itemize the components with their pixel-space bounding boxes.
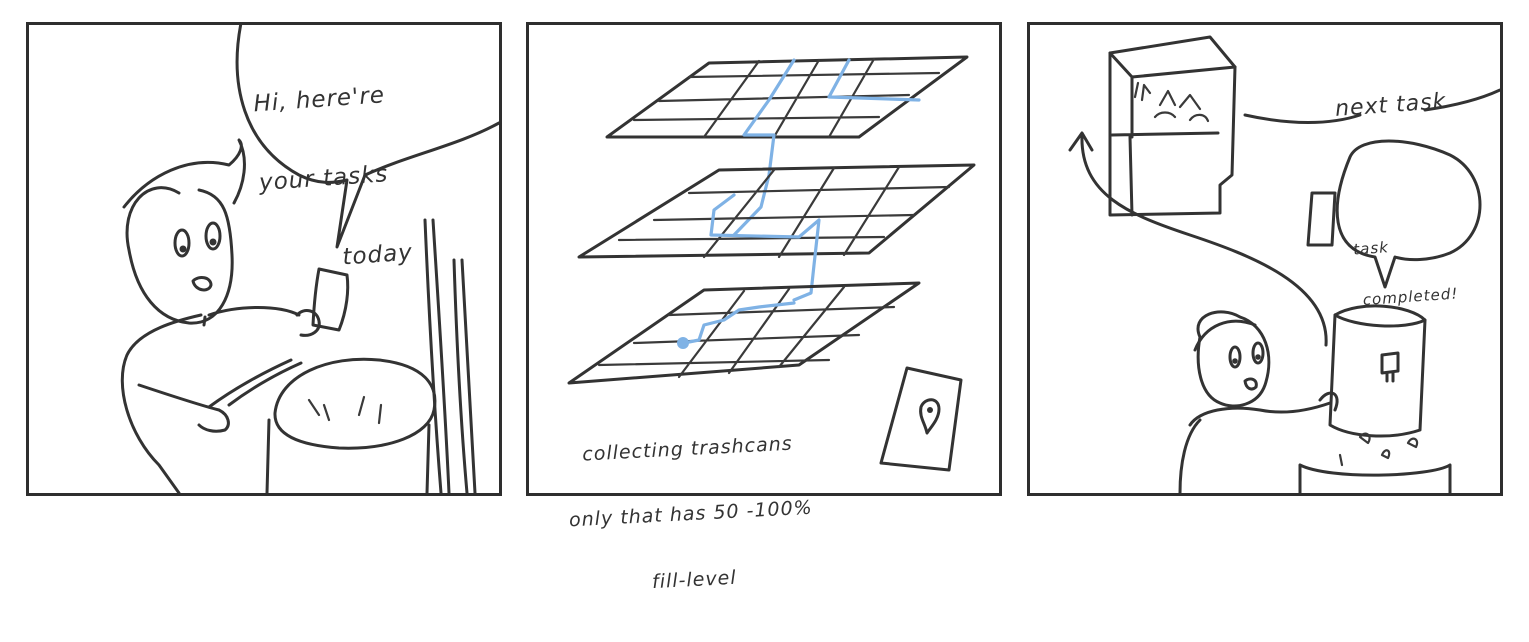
speech-bubble: [235, 25, 499, 249]
map-layer-bottom: [567, 281, 921, 385]
arrow-to-next-task: [1080, 133, 1328, 347]
caption-text: collecting trashcans only that has 50 -1…: [563, 389, 819, 642]
caption-line-3: fill-level: [651, 566, 738, 593]
person-head: [125, 186, 234, 325]
bubble-line-2: completed!: [1362, 284, 1459, 310]
panel-2-drawing: [567, 55, 976, 472]
phone-in-hand: [311, 267, 350, 332]
caption-line-2: only that has 50 -100%: [568, 496, 814, 532]
comic-panel-2: collecting trashcans only that has 50 -1…: [526, 22, 1002, 593]
thought-bubble: [1335, 139, 1482, 289]
panel-3-drawing: [1068, 35, 1500, 493]
caption-line-1: collecting trashcans: [581, 432, 794, 466]
map-layer-top: [605, 55, 969, 139]
task-completed-text: task completed!: [1350, 200, 1461, 345]
speech-line-3: today: [341, 239, 414, 271]
phone-icon: [1306, 191, 1337, 247]
map-layer-middle: [577, 163, 976, 259]
comic-panel-3: next task task completed!: [1027, 22, 1503, 496]
smart-trashcan: [1328, 304, 1427, 438]
panel-1-drawing: [120, 25, 499, 493]
phone-with-pin-icon: [879, 366, 963, 472]
comic-panel-1: Hi, here're your tasks today: [26, 22, 502, 496]
speech-line-1: Hi, here're: [252, 82, 386, 118]
dumpster: [1108, 35, 1237, 79]
person-head: [1196, 310, 1271, 408]
bubble-line-1: task: [1352, 237, 1390, 259]
speech-line-2: your tasks: [258, 161, 390, 197]
speech-text: Hi, here're your tasks today: [249, 28, 417, 328]
trash-net: [273, 357, 437, 450]
